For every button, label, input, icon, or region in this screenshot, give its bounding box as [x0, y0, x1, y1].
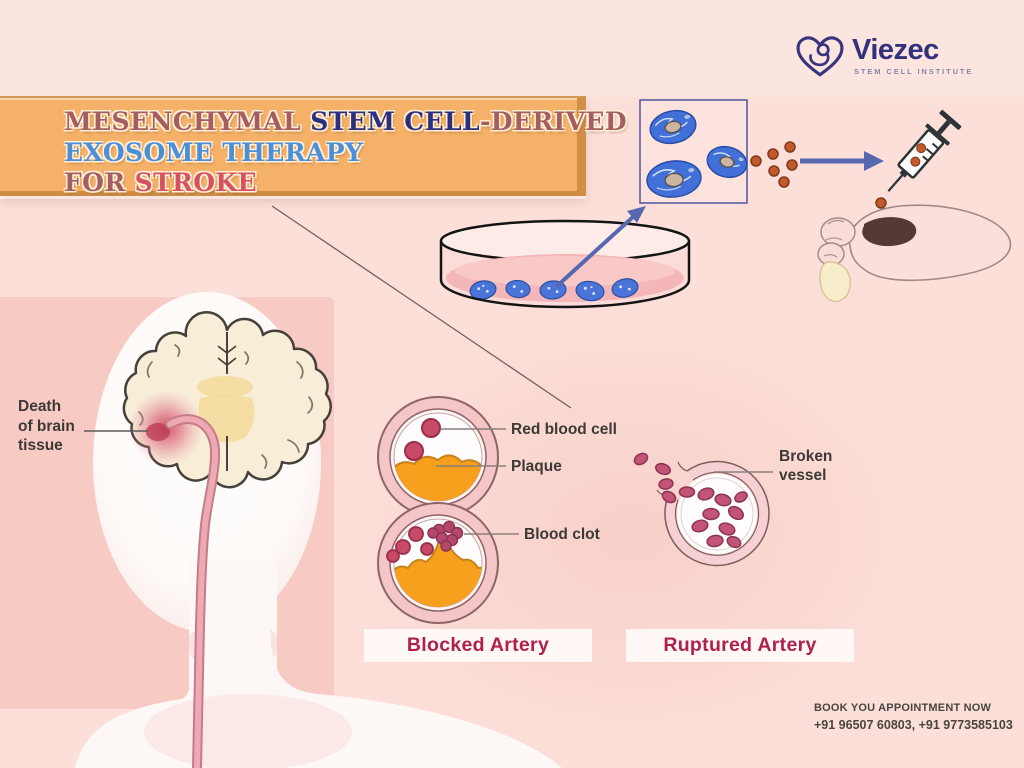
broken-label-line1: Broken — [779, 448, 833, 465]
brand-tagline: STEM CELL INSTITUTE — [854, 67, 974, 76]
death-of-brain-tissue-label: Death of brain tissue — [18, 397, 75, 456]
human-brain-illustration — [122, 311, 332, 768]
diagonal-pointer-line — [271, 205, 572, 409]
stem-cell-box — [639, 99, 748, 204]
title-banner: MESENCHYMAL STEM CELL-DERIVED EXOSOME TH… — [0, 96, 627, 199]
blocked-artery-caption: Blocked Artery — [364, 629, 592, 662]
brand-logo: Viezec STEM CELL INSTITUTE — [795, 33, 973, 79]
injected-brain-illustration — [817, 197, 1012, 302]
appointment-text: BOOK YOU APPOINTMENT NOW — [814, 702, 992, 714]
appointment-phones: +91 96507 60803, +91 9773585103 — [814, 718, 1013, 732]
title-derived: -DERIVED — [480, 107, 627, 136]
title-stroke: STROKE — [134, 168, 258, 197]
broken-vessel-label: Broken vessel — [779, 447, 832, 485]
ruptured-artery-caption: Ruptured Artery — [626, 629, 854, 662]
blocked-artery-plaque-diagram — [377, 396, 499, 518]
death-label-line2: of brain — [18, 417, 75, 435]
inner-red-cells — [691, 487, 748, 549]
red-blood-cell-label: Red blood cell — [511, 421, 617, 438]
arrow-up-icon — [554, 206, 646, 289]
title-for: FOR — [64, 168, 135, 197]
petri-dish-illustration — [439, 219, 691, 309]
carotid-artery — [165, 414, 221, 768]
brand-name: Viezec — [852, 34, 939, 66]
title-line-1: MESENCHYMAL STEM CELL-DERIVED — [64, 107, 627, 138]
death-label-line1: Death — [18, 398, 62, 415]
blocked-artery-clot-diagram — [377, 502, 499, 624]
header-background — [0, 0, 1024, 97]
title-line-3: FOR STROKE — [64, 168, 577, 199]
broken-label-line2: vessel — [779, 467, 827, 484]
title-stem-cell: STEM CELL — [310, 107, 481, 136]
ruptured-artery-diagram — [633, 452, 770, 567]
death-label-line3: tissue — [18, 437, 63, 454]
title-mesenchymal: MESENCHYMAL — [64, 107, 311, 136]
escaping-red-cells — [633, 452, 696, 504]
plaque-label: Plaque — [511, 458, 562, 475]
blood-clot-label: Blood clot — [524, 526, 600, 543]
arrow-right-icon — [800, 151, 884, 171]
syringe-icon — [887, 109, 962, 192]
heart-fetus-icon — [796, 36, 844, 77]
appointment-footer: BOOK YOU APPOINTMENT NOW +91 96507 60803… — [814, 702, 1013, 732]
label-pointer-lines — [84, 428, 773, 535]
title-exosome-therapy: EXOSOME THERAPY — [64, 137, 364, 167]
title-line-2: EXOSOME THERAPY — [64, 138, 577, 169]
exosome-dots — [750, 141, 798, 188]
